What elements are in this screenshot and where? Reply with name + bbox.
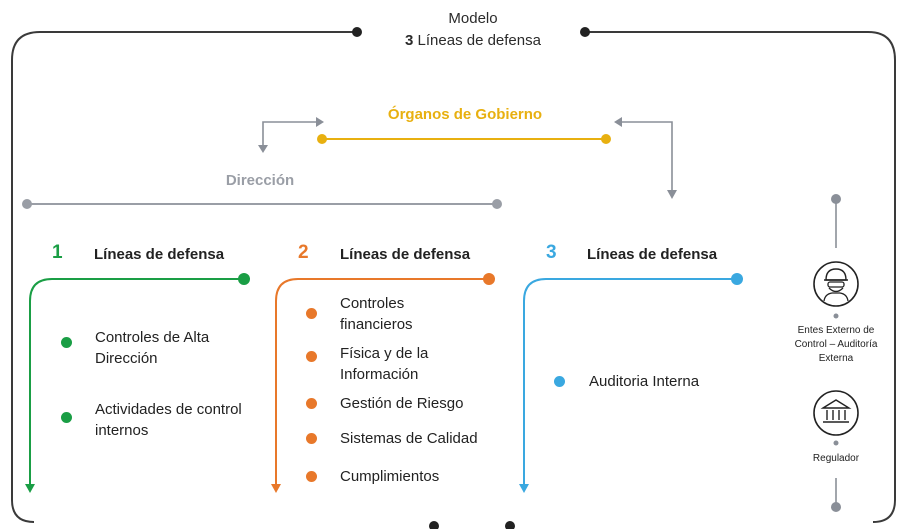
list-item: Actividades de control internos	[95, 401, 242, 439]
column-3-title: Líneas de defensa	[587, 246, 718, 263]
list-item: Auditoria Interna	[589, 373, 700, 390]
external-control-label: Entes Externo de Control – Auditoría Ext…	[794, 325, 878, 364]
list-item: Física y de la Información	[340, 345, 429, 383]
bullet-dot	[61, 337, 72, 348]
column-1-number: 1	[52, 242, 63, 263]
bullet-dot	[306, 308, 317, 319]
title-line-2: 3 Líneas de defensa	[353, 30, 593, 52]
column-1-title: Líneas de defensa	[94, 246, 225, 263]
governance-label: Órganos de Gobierno	[387, 106, 543, 123]
model-title: Modelo 3 Líneas de defensa	[353, 8, 593, 52]
bullet-dot	[61, 412, 72, 423]
list-item: Gestión de Riesgo	[340, 395, 464, 412]
regulator-building-icon	[813, 390, 859, 436]
column-2-number: 2	[298, 242, 309, 263]
inspector-icon	[813, 261, 859, 307]
list-item: Cumplimientos	[340, 468, 440, 485]
bullet-dot	[306, 398, 317, 409]
bullet-dot	[306, 471, 317, 482]
direction-label: Dirección	[225, 172, 295, 189]
column-3-number: 3	[546, 242, 557, 263]
bullet-dot	[306, 433, 317, 444]
title-text: Líneas de defensa	[413, 32, 541, 49]
column-2-title: Líneas de defensa	[340, 246, 471, 263]
regulator-label: Regulador	[812, 453, 860, 464]
list-item: Controles financieros	[340, 295, 413, 333]
bullet-dot	[554, 376, 565, 387]
list-item: Sistemas de Calidad	[340, 430, 478, 447]
bullet-dot	[306, 351, 317, 362]
title-line-1: Modelo	[448, 10, 498, 27]
title-number: 3	[405, 32, 414, 49]
list-item: Controles de Alta Dirección	[95, 329, 210, 367]
